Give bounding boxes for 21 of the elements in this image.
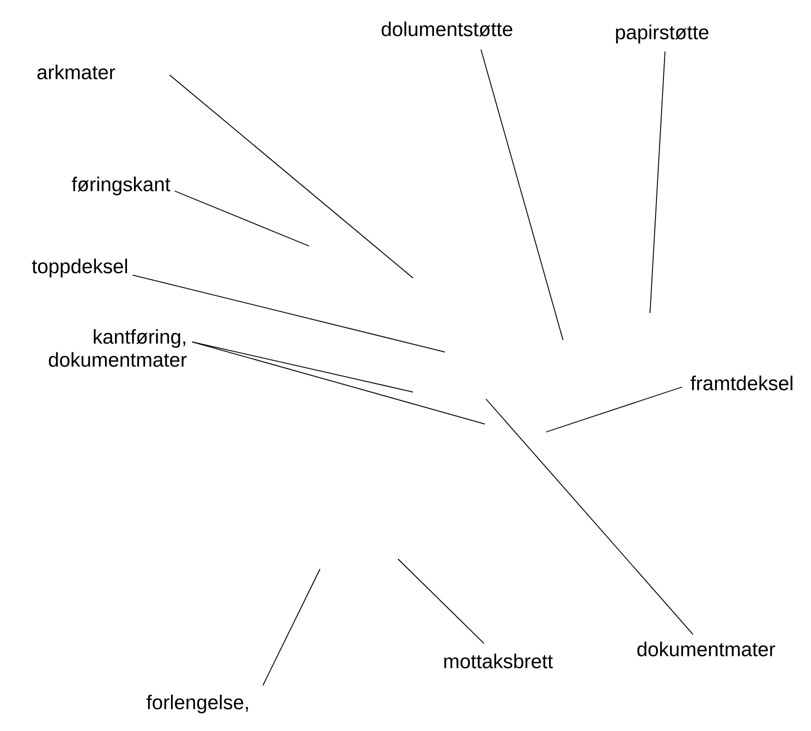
- leader-line: [398, 558, 484, 644]
- leader-line: [192, 342, 414, 392]
- part-label: forlengelse,: [146, 694, 248, 714]
- part-label: papirstøtte: [616, 24, 708, 44]
- part-label: framtdeksel: [690, 376, 792, 390]
- part-label: dokumentmater: [637, 642, 776, 656]
- part-label: mottaksbrett: [444, 654, 553, 668]
- leader-line: [174, 190, 310, 246]
- leader-line: [132, 274, 446, 352]
- part-label: dolumentstøtte: [382, 22, 512, 36]
- leader-line: [546, 386, 683, 432]
- leader-line: [192, 342, 486, 424]
- leader-line: [650, 51, 666, 314]
- part-label: arkmater: [37, 64, 116, 80]
- leader-line: [262, 568, 320, 686]
- part-label: føringskant: [72, 176, 170, 196]
- leader-line: [486, 398, 694, 635]
- part-label: toppdeksel: [32, 258, 128, 278]
- leader-line: [169, 74, 414, 278]
- leader-line: [480, 49, 564, 340]
- part-label: kantføring, dokumentmater: [48, 329, 187, 367]
